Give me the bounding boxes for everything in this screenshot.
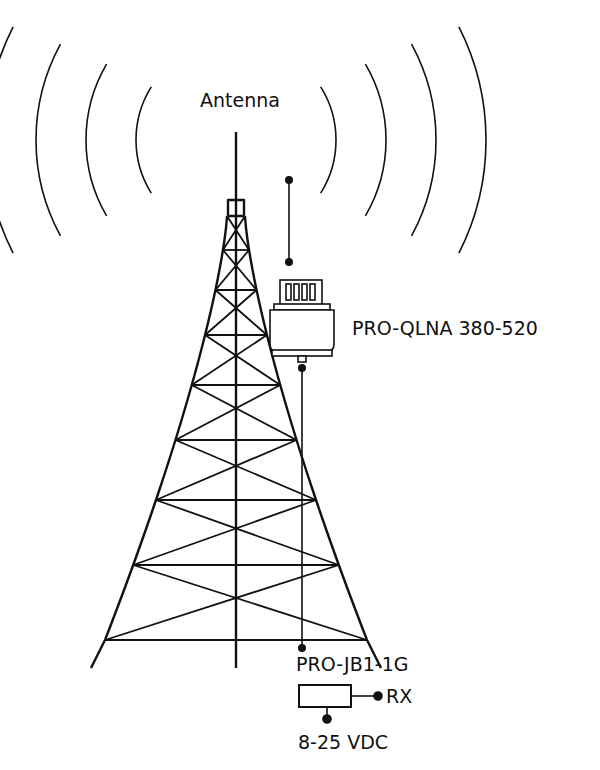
tower-brace bbox=[192, 384, 280, 386]
tower-brace bbox=[205, 334, 267, 336]
tower-brace bbox=[105, 639, 367, 641]
antenna-label: Antenna bbox=[140, 88, 340, 112]
wave-arc bbox=[36, 44, 60, 236]
cable-end-dot bbox=[285, 176, 293, 184]
cable bbox=[285, 176, 293, 266]
tower-brace bbox=[215, 290, 267, 335]
wave-arc bbox=[136, 87, 151, 193]
tower-brace bbox=[156, 440, 297, 500]
cable bbox=[298, 364, 306, 652]
tower-brace bbox=[223, 250, 257, 290]
tower-brace bbox=[215, 289, 256, 291]
tower-brace bbox=[215, 250, 249, 290]
rx-terminal bbox=[374, 692, 382, 700]
tower-brace bbox=[192, 385, 297, 440]
tower-tip bbox=[228, 200, 244, 216]
tower-brace bbox=[133, 500, 316, 565]
amplifier-node: PRO-QLNA 380-520 bbox=[264, 266, 542, 368]
signal-name: RX bbox=[386, 684, 412, 708]
wave-arc bbox=[412, 44, 436, 236]
mast bbox=[235, 132, 237, 668]
tower-brace bbox=[227, 215, 245, 217]
part-name: PRO-JB1-1G bbox=[296, 652, 412, 676]
junction-box bbox=[298, 684, 352, 708]
lattice-tower bbox=[91, 132, 381, 668]
tower-brace bbox=[205, 290, 257, 335]
tower-brace bbox=[105, 565, 339, 640]
wave-arc bbox=[86, 64, 107, 216]
cable-line bbox=[301, 368, 303, 648]
tower-brace bbox=[175, 440, 316, 500]
tower-brace bbox=[156, 500, 339, 565]
tower-brace bbox=[227, 216, 249, 250]
wave-arc bbox=[321, 87, 336, 193]
supply-voltage: 8-25 VDC bbox=[298, 730, 388, 754]
wave-arc bbox=[365, 64, 386, 216]
tower-foot bbox=[91, 640, 105, 668]
cable-end-dot bbox=[298, 364, 306, 372]
wave-arc bbox=[0, 27, 13, 253]
tower-brace bbox=[205, 335, 280, 385]
cable-end-dot bbox=[298, 644, 306, 652]
amplifier-housing bbox=[264, 266, 344, 368]
cable-end-dot bbox=[285, 258, 293, 266]
tower-brace bbox=[133, 565, 367, 640]
tower-brace bbox=[175, 439, 296, 441]
tower-brace bbox=[223, 216, 245, 250]
wave-arc bbox=[459, 27, 486, 253]
rx-wire bbox=[352, 695, 376, 697]
tower-brace bbox=[156, 499, 316, 501]
power-terminal bbox=[323, 715, 331, 723]
cable-line bbox=[288, 180, 290, 262]
part-name: PRO-QLNA 380-520 bbox=[352, 316, 538, 340]
tower-brace bbox=[133, 564, 339, 566]
tower-brace bbox=[175, 385, 280, 440]
tower-brace bbox=[223, 249, 249, 251]
tower-brace bbox=[192, 335, 267, 385]
radio-waves bbox=[0, 27, 486, 253]
antenna-node: Antenna bbox=[140, 84, 340, 180]
